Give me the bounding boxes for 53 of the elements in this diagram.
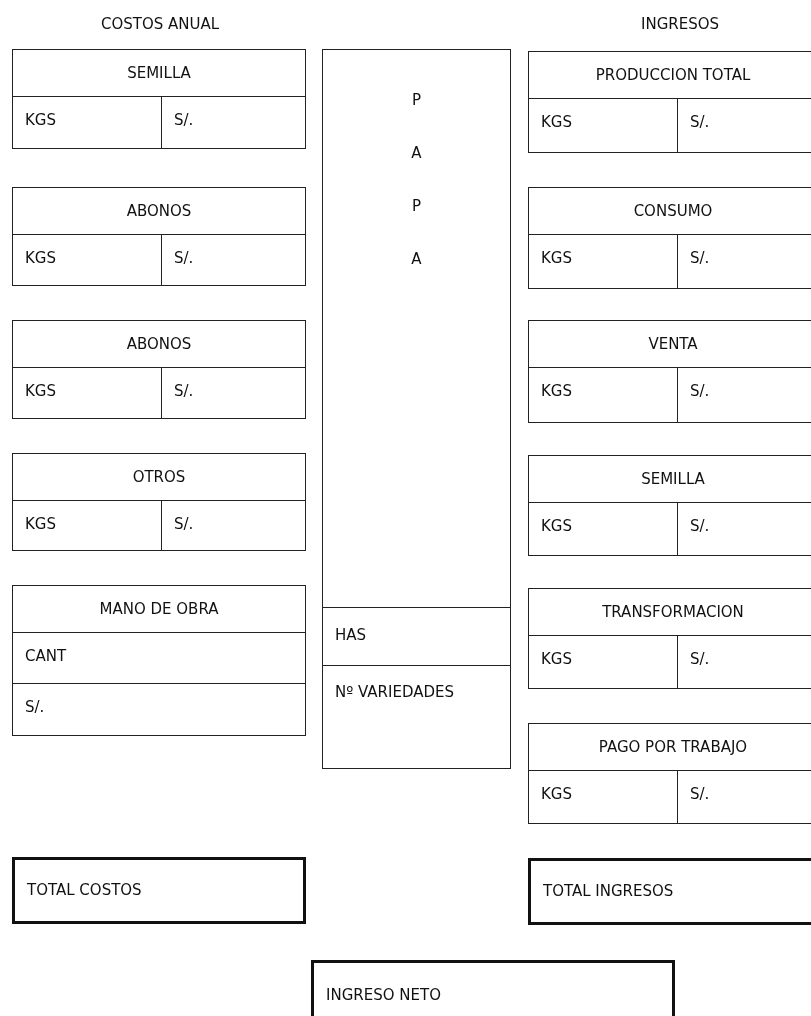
column-heading: INGRESOS <box>641 15 719 33</box>
table-cell: S/. <box>677 770 811 823</box>
table-cell: KGS <box>529 234 677 288</box>
table-cell: S/. <box>677 234 811 288</box>
total-field: TOTAL COSTOS <box>12 857 306 924</box>
total-field: TOTAL INGRESOS <box>528 858 811 925</box>
table-cell: S/. <box>161 96 305 148</box>
column-heading: COSTOS ANUAL <box>100 15 220 33</box>
section-title: PRODUCCION TOTAL <box>594 65 752 86</box>
section-title: SEMILLA <box>640 469 706 490</box>
form-section <box>12 320 306 419</box>
table-cell: HAS <box>323 607 510 665</box>
form-section <box>528 455 811 556</box>
table-cell: S/. <box>13 683 305 734</box>
table-cell: S/. <box>161 367 305 418</box>
section-title: OTROS <box>131 467 187 488</box>
form-section <box>528 51 811 153</box>
form-section <box>12 585 306 736</box>
table-cell: S/. <box>677 98 811 152</box>
table-cell: S/. <box>677 635 811 688</box>
section-title: TRANSFORMACION <box>601 602 745 623</box>
table-cell: KGS <box>529 635 677 688</box>
table-cell: S/. <box>677 367 811 422</box>
table-cell: KGS <box>13 96 161 148</box>
form-section <box>528 723 811 824</box>
form-section <box>528 588 811 689</box>
section-title: PAGO POR TRABAJO <box>597 737 749 758</box>
section-title: MANO DE OBRA <box>98 599 220 620</box>
table-cell: KGS <box>13 234 161 285</box>
table-cell: Nº VARIEDADES <box>323 665 510 768</box>
section-title: ABONOS <box>125 201 193 222</box>
total-field: INGRESO NETO <box>311 960 675 1016</box>
table-cell: S/. <box>161 500 305 550</box>
section-title: SEMILLA <box>126 63 192 84</box>
table-cell: KGS <box>13 367 161 418</box>
table-cell: KGS <box>529 770 677 823</box>
form-section <box>528 187 811 289</box>
table-cell: CANT <box>13 632 305 683</box>
form-section <box>12 49 306 149</box>
table-cell: KGS <box>529 502 677 555</box>
form-section <box>12 187 306 286</box>
section-title: CONSUMO <box>632 201 714 222</box>
table-cell: KGS <box>13 500 161 550</box>
section-title: VENTA <box>647 334 699 355</box>
table-cell: KGS <box>529 98 677 152</box>
table-cell: S/. <box>161 234 305 285</box>
vertical-title: P A P A <box>410 90 423 270</box>
table-cell: KGS <box>529 367 677 422</box>
crop-panel <box>322 49 511 769</box>
form-section <box>12 453 306 551</box>
section-title: ABONOS <box>125 334 193 355</box>
table-cell: S/. <box>677 502 811 555</box>
form-section <box>528 320 811 423</box>
